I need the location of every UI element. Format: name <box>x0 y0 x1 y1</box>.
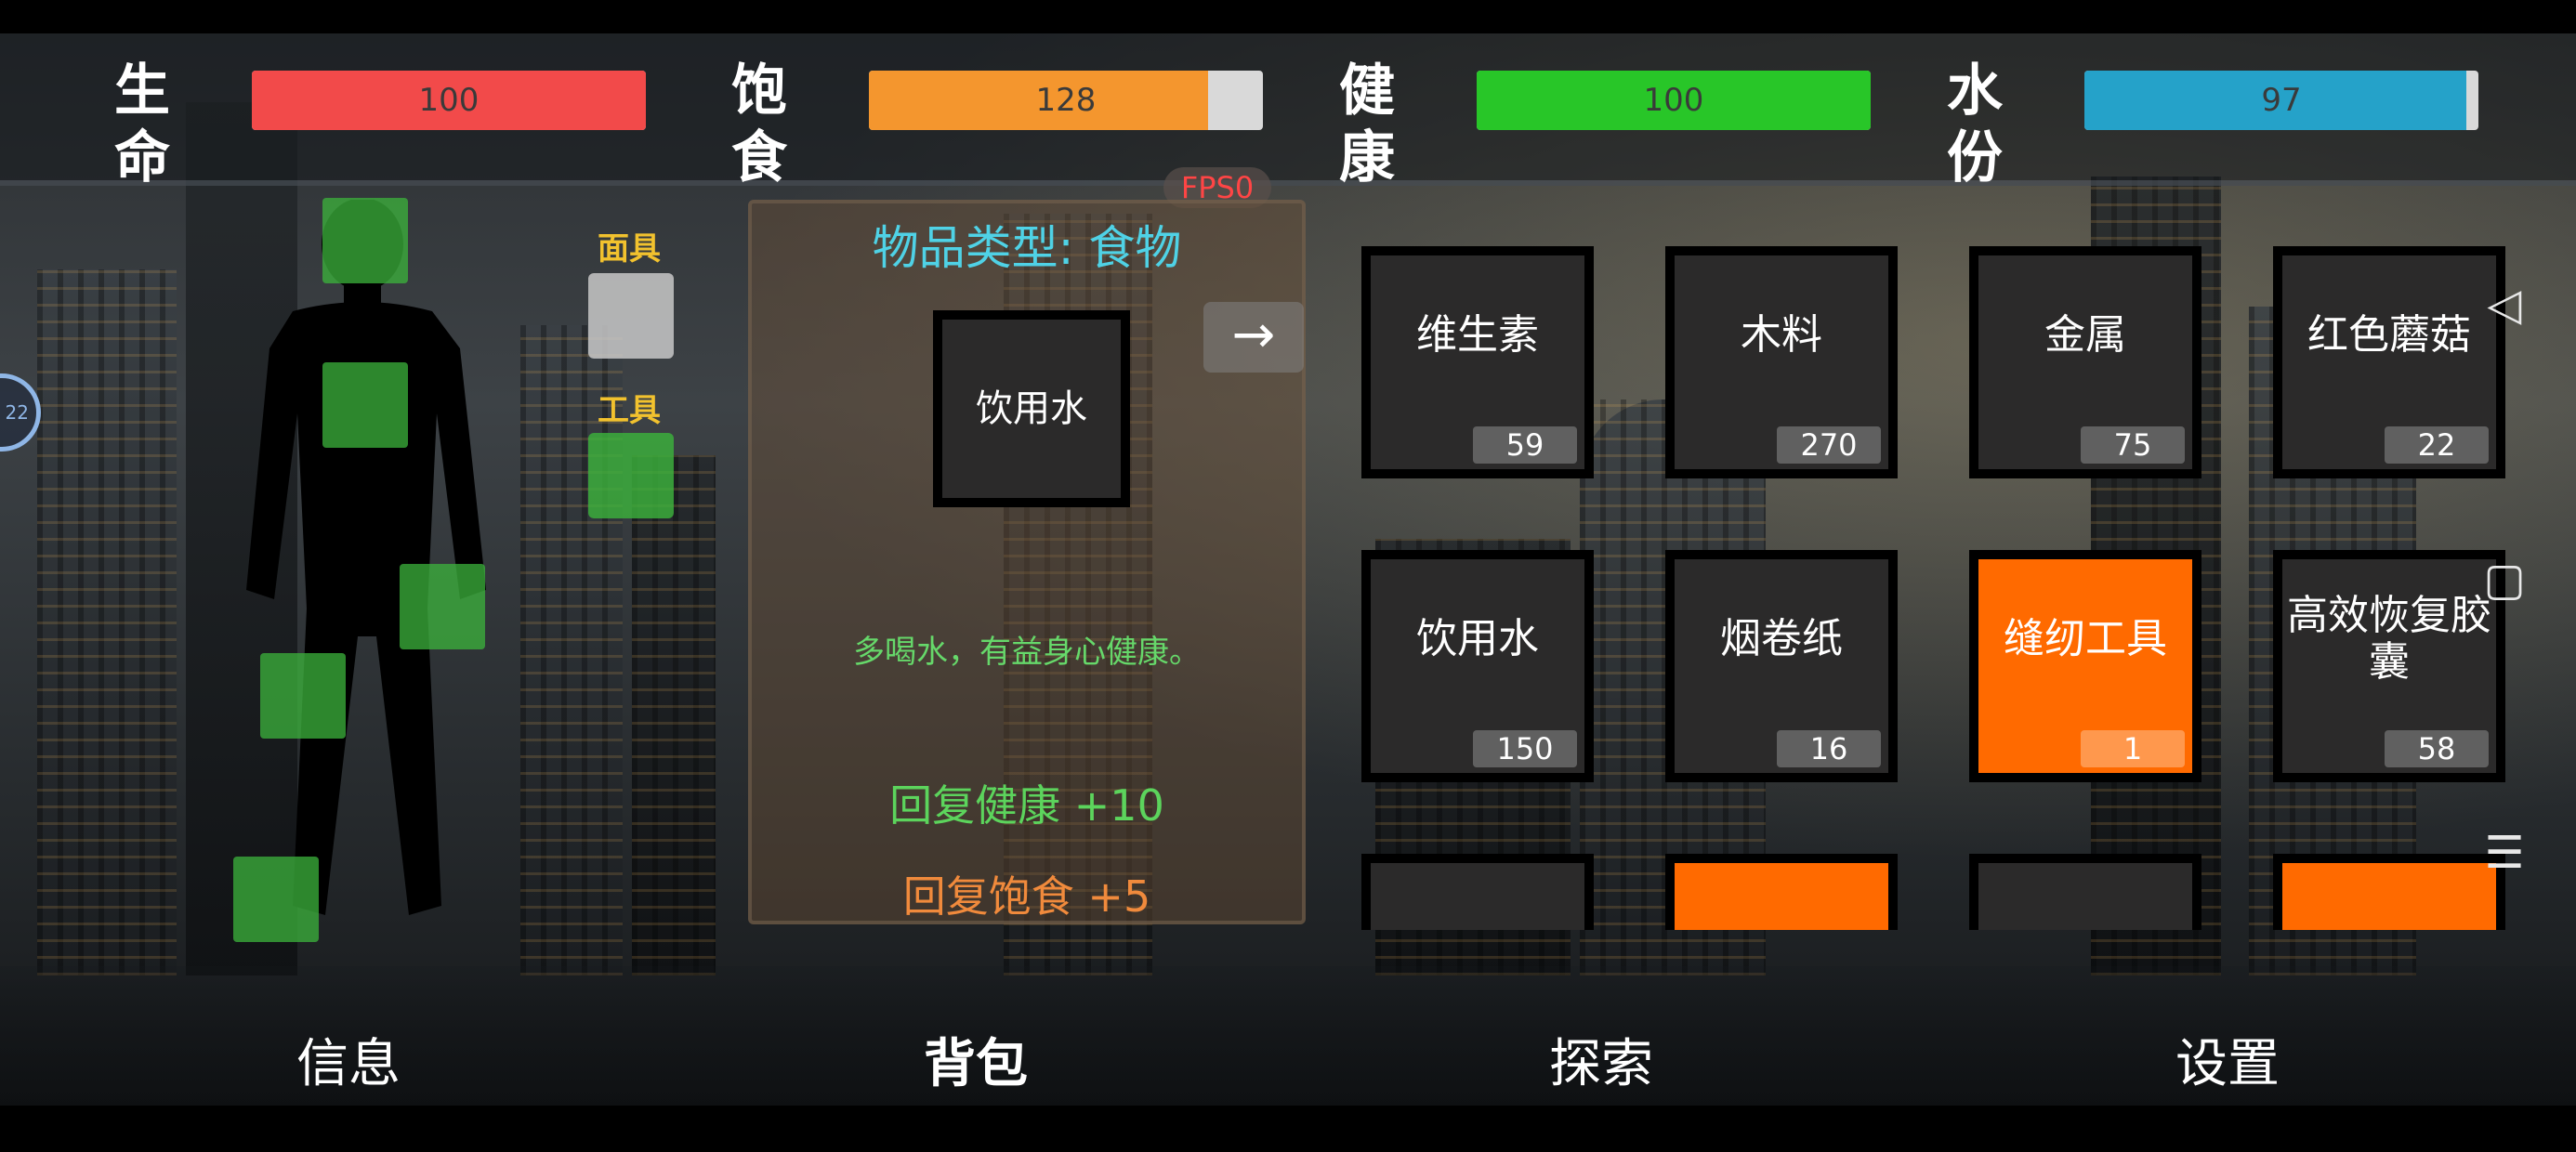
stat-bar-fill <box>869 71 1208 130</box>
stat-label: 饱食 <box>731 59 787 190</box>
stat-bar: 128 <box>869 71 1263 130</box>
inventory-slot[interactable] <box>2273 854 2505 930</box>
system-menu-icon[interactable]: ☰ <box>2484 827 2525 879</box>
inventory-item-name <box>1978 863 2192 930</box>
equip-slot-tool[interactable] <box>588 433 674 518</box>
stat-bar-fill <box>1477 71 1871 130</box>
stat-bar: 100 <box>1477 71 1871 130</box>
inventory-slot[interactable]: 饮用水 150 <box>1361 550 1594 782</box>
inventory-slot[interactable] <box>1665 854 1898 930</box>
inventory-slot[interactable]: 维生素 59 <box>1361 246 1594 478</box>
inventory-item-count: 22 <box>2385 426 2489 464</box>
inventory-item-name: 高效恢复胶囊 <box>2287 592 2491 686</box>
stat-value: 128 <box>1035 82 1097 119</box>
inventory-item-name <box>1371 863 1584 930</box>
inventory-item-count: 270 <box>1777 426 1881 464</box>
stat-value: 100 <box>418 82 480 119</box>
side-float-button[interactable]: 22 <box>0 373 41 452</box>
tab-info[interactable]: 信息 <box>296 1034 401 1094</box>
equip-slot-hand[interactable] <box>400 564 485 649</box>
inventory-slot[interactable]: 金属 75 <box>1969 246 2201 478</box>
inventory-item-name <box>2282 863 2496 930</box>
inventory-item-count: 150 <box>1473 730 1577 767</box>
inventory-item-count: 58 <box>2385 730 2489 767</box>
inventory-item-name: 红色蘑菇 <box>2307 311 2471 359</box>
stat-bar: 97 <box>2084 71 2478 130</box>
inventory-grid: 维生素 59 木料 270 金属 75 红色蘑菇 22 饮用水 150 烟卷纸 16 缝纫工具 1 高效恢复… <box>1347 237 2518 930</box>
bottom-tab-bar: 信息 背包 探索 设置 <box>0 966 2576 1106</box>
inventory-item-name <box>1675 863 1888 930</box>
inventory-item-count: 16 <box>1777 730 1881 767</box>
equip-slot-mask[interactable] <box>588 273 674 359</box>
item-preview: 饮用水 <box>933 310 1130 507</box>
use-item-arrow-button[interactable]: → <box>1203 302 1304 373</box>
system-home-icon[interactable]: ▢ <box>2483 554 2526 606</box>
inventory-slot[interactable] <box>1969 854 2201 930</box>
mask-label: 面具 <box>598 230 661 268</box>
tab-settings[interactable]: 设置 <box>2175 1034 2280 1094</box>
stat-bar-fill <box>2084 71 2467 130</box>
background-building <box>37 269 177 975</box>
background-building <box>632 455 716 975</box>
tab-explore[interactable]: 探索 <box>1549 1034 1653 1094</box>
tab-backpack[interactable]: 背包 <box>924 1034 1028 1094</box>
inventory-slot[interactable]: 缝纫工具 1 <box>1969 550 2201 782</box>
stats-bar: 生命 100 饱食 128 健康 100 水份 97 <box>0 33 2576 190</box>
system-back-icon[interactable]: ◁ <box>2487 279 2522 331</box>
inventory-item-name: 饮用水 <box>1416 615 1539 662</box>
inventory-slot[interactable]: 高效恢复胶囊 58 <box>2273 550 2505 782</box>
equip-slot-feet[interactable] <box>233 857 319 942</box>
equip-slot-head[interactable] <box>322 198 408 283</box>
inventory-item-count: 75 <box>2081 426 2185 464</box>
inventory-item-name: 缝纫工具 <box>2004 615 2167 662</box>
inventory-slot[interactable] <box>1361 854 1594 930</box>
inventory-item-name: 烟卷纸 <box>1720 615 1843 662</box>
stat-label: 生命 <box>114 59 170 190</box>
stat-label: 水份 <box>1947 59 2003 190</box>
inventory-item-count: 59 <box>1473 426 1577 464</box>
item-effect-satiety: 回复饱食 +5 <box>902 871 1151 922</box>
stat-value: 97 <box>2261 82 2302 119</box>
tool-label: 工具 <box>598 392 661 429</box>
inventory-item-count: 1 <box>2081 730 2185 767</box>
inventory-slot[interactable]: 木料 270 <box>1665 246 1898 478</box>
inventory-item-name: 木料 <box>1741 311 1822 359</box>
inventory-item-name: 维生素 <box>1416 311 1539 359</box>
bottom-letterbox <box>0 1106 2576 1152</box>
item-type-label: 物品类型: 食物 <box>872 221 1182 275</box>
inventory-slot[interactable]: 红色蘑菇 22 <box>2273 246 2505 478</box>
character-silhouette-icon <box>246 200 486 915</box>
stat-bar: 100 <box>252 71 646 130</box>
fps-counter: FPS0 <box>1163 167 1271 208</box>
inventory-item-name: 金属 <box>2044 311 2126 359</box>
stat-label: 健康 <box>1339 59 1395 190</box>
item-effect-health: 回复健康 +10 <box>889 780 1164 831</box>
equip-slot-legs[interactable] <box>260 653 346 739</box>
stat-value: 100 <box>1643 82 1704 119</box>
inventory-slot[interactable]: 烟卷纸 16 <box>1665 550 1898 782</box>
stat-bar-fill <box>252 71 646 130</box>
item-description: 多喝水，有益身心健康。 <box>853 634 1201 671</box>
equip-slot-body[interactable] <box>322 362 408 448</box>
